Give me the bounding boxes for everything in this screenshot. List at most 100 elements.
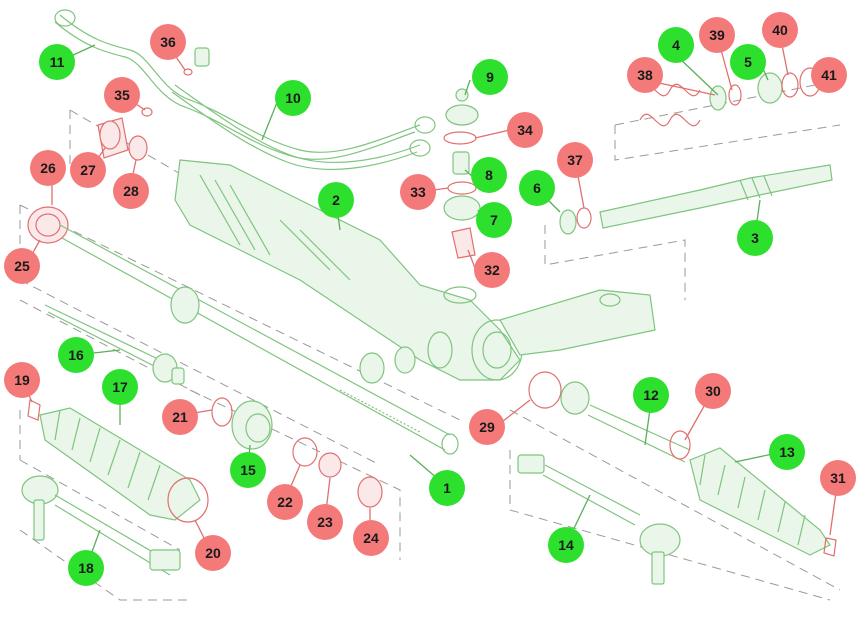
callout-10: 10 xyxy=(275,80,311,116)
callout-34: 34 xyxy=(507,112,543,148)
callout-23-circle xyxy=(307,504,343,540)
part-1-rack xyxy=(59,224,459,455)
callout-19-label: 19 xyxy=(14,372,30,388)
callout-27-label: 27 xyxy=(80,162,96,178)
callout-16-circle xyxy=(58,337,94,373)
callout-18: 18 xyxy=(68,550,104,586)
part-38-41-bearings xyxy=(639,67,821,127)
callout-4: 4 xyxy=(658,27,694,63)
callout-24-label: 24 xyxy=(363,530,379,546)
callout-9-circle xyxy=(472,59,508,95)
part-25-26-ring xyxy=(27,206,69,244)
callout-40: 40 xyxy=(762,12,798,48)
callout-29: 29 xyxy=(469,409,505,445)
callout-15-circle xyxy=(230,452,266,488)
callout-12: 12 xyxy=(633,377,669,413)
callout-22-label: 22 xyxy=(277,494,293,510)
callout-10-label: 10 xyxy=(285,90,301,106)
callout-2: 2 xyxy=(318,182,354,218)
callout-35: 35 xyxy=(104,77,140,113)
callout-markers: 1234567891011121314151617181920212223242… xyxy=(4,12,856,586)
callout-36-circle xyxy=(150,24,186,60)
callout-12-label: 12 xyxy=(643,387,659,403)
callout-20-circle xyxy=(195,535,231,571)
part-12-tie-rod xyxy=(528,371,691,463)
callout-34-circle xyxy=(507,112,543,148)
callout-21-label: 21 xyxy=(172,409,188,425)
callout-30-label: 30 xyxy=(705,383,721,399)
part-19-clip xyxy=(27,399,41,421)
callout-24: 24 xyxy=(353,520,389,556)
callout-32-circle xyxy=(474,252,510,288)
callout-1-label: 1 xyxy=(443,480,451,496)
callout-28-label: 28 xyxy=(123,183,139,199)
callout-30: 30 xyxy=(695,373,731,409)
callout-30-circle xyxy=(695,373,731,409)
callout-3: 3 xyxy=(737,220,773,256)
callout-33-label: 33 xyxy=(410,184,426,200)
part-22-24-seals xyxy=(292,437,383,508)
callout-21: 21 xyxy=(162,399,198,435)
callout-37-label: 37 xyxy=(567,152,583,168)
part-2-housing xyxy=(174,159,656,381)
callout-15: 15 xyxy=(230,452,266,488)
callout-38-label: 38 xyxy=(637,67,653,83)
callout-18-circle xyxy=(68,550,104,586)
callout-23: 23 xyxy=(307,504,343,540)
callout-4-label: 4 xyxy=(672,37,680,53)
callout-29-circle xyxy=(469,409,505,445)
callout-9: 9 xyxy=(472,59,508,95)
callout-20: 20 xyxy=(195,535,231,571)
callout-15-label: 15 xyxy=(240,462,256,478)
callout-24-circle xyxy=(353,520,389,556)
callout-5: 5 xyxy=(730,44,766,80)
callout-20-label: 20 xyxy=(205,545,221,561)
callout-8: 8 xyxy=(471,157,507,193)
callout-8-circle xyxy=(471,157,507,193)
callout-9-label: 9 xyxy=(486,69,494,85)
callout-16-label: 16 xyxy=(68,347,84,363)
callout-23-label: 23 xyxy=(317,514,333,530)
callout-40-label: 40 xyxy=(772,22,788,38)
callout-31: 31 xyxy=(820,460,856,496)
part-36-bolt xyxy=(183,47,210,76)
callout-19-circle xyxy=(4,362,40,398)
callout-14-circle xyxy=(548,527,584,563)
callout-22-circle xyxy=(267,484,303,520)
part-10-pipe xyxy=(171,84,436,171)
callout-17-circle xyxy=(102,369,138,405)
callout-33-circle xyxy=(400,174,436,210)
callout-22: 22 xyxy=(267,484,303,520)
callout-32: 32 xyxy=(474,252,510,288)
callout-28: 28 xyxy=(113,173,149,209)
callout-26-label: 26 xyxy=(40,160,56,176)
part-17-boot xyxy=(39,407,209,523)
part-35-ring xyxy=(141,107,153,117)
callout-37-circle xyxy=(557,142,593,178)
callout-7-circle xyxy=(476,202,512,238)
callout-37: 37 xyxy=(557,142,593,178)
callout-39-label: 39 xyxy=(709,27,725,43)
callout-2-label: 2 xyxy=(332,192,340,208)
callout-5-label: 5 xyxy=(744,54,752,70)
callout-35-circle xyxy=(104,77,140,113)
callout-39-circle xyxy=(699,17,735,53)
callout-41-circle xyxy=(811,57,847,93)
callout-11-label: 11 xyxy=(50,54,65,70)
callout-13-label: 13 xyxy=(779,444,795,460)
callout-2-circle xyxy=(318,182,354,218)
callout-31-circle xyxy=(820,460,856,496)
callout-4-circle xyxy=(658,27,694,63)
callout-12-circle xyxy=(633,377,669,413)
callout-6: 6 xyxy=(519,170,555,206)
callout-36-label: 36 xyxy=(160,34,176,50)
callout-14-label: 14 xyxy=(558,537,574,553)
callout-10-circle xyxy=(275,80,311,116)
callout-38: 38 xyxy=(627,57,663,93)
part-18-tie-rod-end xyxy=(21,475,181,576)
callout-41-label: 41 xyxy=(821,67,837,83)
callout-17: 17 xyxy=(102,369,138,405)
callout-41: 41 xyxy=(811,57,847,93)
part-14-tie-rod-end xyxy=(517,454,681,585)
housing-fittings xyxy=(359,346,416,384)
